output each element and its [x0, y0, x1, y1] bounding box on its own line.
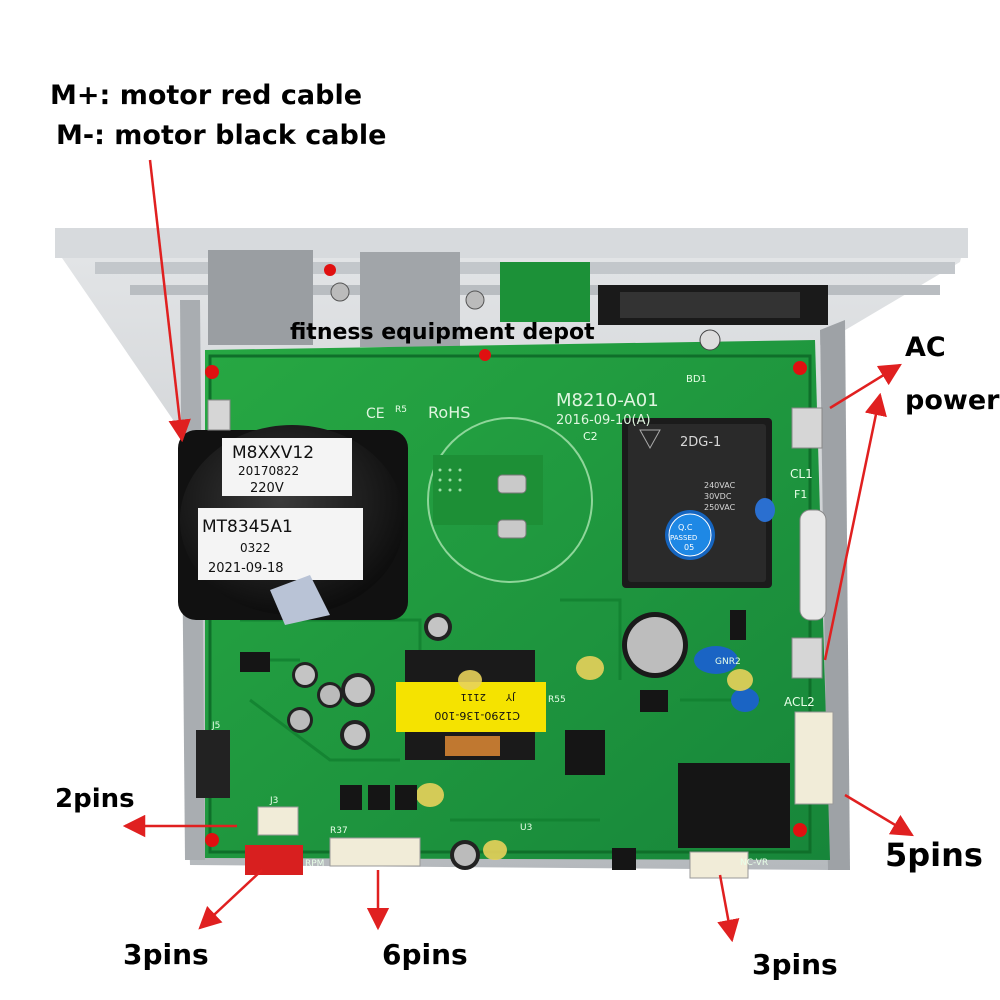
cap-line-2: 20170822	[238, 464, 299, 478]
r5-label: R5	[395, 405, 407, 415]
tx-line-3: C1290-136-100	[434, 709, 520, 722]
c2-label: C2	[583, 430, 598, 443]
relay-v2: 30VDC	[704, 492, 732, 501]
transformer-label: 2111 JY C1290-136-100	[434, 691, 520, 722]
j3-label: J3	[269, 796, 278, 806]
bd1-label: BD1	[686, 374, 707, 385]
capacitor-label: M8XXV12 20170822 220V MT8345A1 0322 2021…	[202, 443, 314, 576]
silkscreen: M8210-A01 2016-09-10(A) RoHS CE BD1 CL1 …	[211, 374, 815, 869]
board-model: M8210-A01	[556, 390, 659, 411]
relay-model: 2DG-1	[680, 435, 721, 450]
connectors	[196, 399, 834, 879]
cap-line-4: MT8345A1	[202, 517, 293, 537]
rohs-mark: RoHS	[428, 403, 470, 422]
capacitor	[178, 425, 408, 625]
f1-label: F1	[794, 488, 807, 501]
label-power: power	[905, 385, 1000, 416]
transformer	[396, 650, 546, 760]
ce-mark: CE	[366, 406, 385, 422]
qc-stamp-1: Q.C	[678, 523, 693, 532]
label-motor-red: M+: motor red cable	[50, 80, 363, 111]
bolts	[330, 282, 721, 351]
fuse	[799, 509, 827, 621]
label-3pins-right: 3pins	[752, 948, 838, 981]
power-modules	[208, 250, 828, 347]
relay-v3: 250VAC	[704, 503, 736, 512]
cap-line-6: 2021-09-18	[208, 561, 284, 576]
j5-label: J5	[211, 721, 220, 731]
u3-label: U3	[520, 823, 532, 833]
r37-label: R37	[330, 826, 348, 836]
label-motor-black: M-: motor black cable	[56, 120, 387, 151]
relay-label: 2DG-1 240VAC 30VDC 250VAC Q.C PASSED 05	[670, 435, 736, 552]
qc-stamp-3: 05	[684, 543, 694, 552]
label-2pins: 2pins	[55, 784, 135, 814]
tx-line-1: 2111	[461, 691, 486, 702]
label-6pins: 6pins	[382, 938, 468, 971]
rpm-label: RPM	[305, 859, 324, 869]
glue-blobs	[416, 656, 753, 860]
label-3pins-left: 3pins	[123, 938, 209, 971]
cl1-label: CL1	[790, 467, 813, 481]
nc-vr-label: NC-VR	[740, 858, 768, 868]
ic-chips	[240, 610, 790, 870]
red-leds	[205, 264, 807, 847]
tx-line-2: JY	[505, 691, 516, 702]
watermark: fitness equipment depot	[290, 320, 595, 345]
acl2-label: ACL2	[784, 695, 815, 709]
label-ac: AC	[905, 332, 946, 363]
blue-capacitors	[694, 498, 775, 712]
qc-stamp-2: PASSED	[670, 534, 697, 542]
board-date: 2016-09-10(A)	[556, 413, 651, 428]
relay	[622, 418, 772, 588]
label-5pins: 5pins	[885, 836, 983, 874]
cap-line-5: 0322	[240, 541, 271, 555]
gnr2-label: GNR2	[715, 657, 741, 667]
relay-v1: 240VAC	[704, 481, 736, 490]
cap-line-1: M8XXV12	[232, 443, 314, 463]
cap-line-3: 220V	[250, 481, 284, 496]
annotation-arrows	[122, 159, 914, 943]
r55-label: R55	[548, 695, 566, 705]
electrolytic-capacitors	[287, 612, 688, 870]
